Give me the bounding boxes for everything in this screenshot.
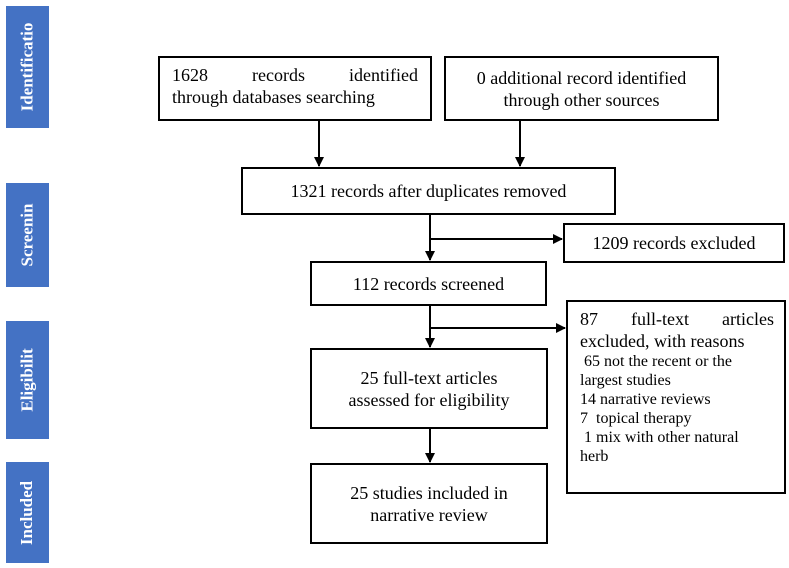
stage-included: Included [6, 462, 49, 563]
exclusion-reason: herb [580, 448, 609, 465]
box-studies-included: 25 studies included in narrative review [310, 463, 548, 544]
exclusion-reason: 14 narrative reviews [580, 391, 711, 408]
box-records-screened: 112 records screened [310, 261, 547, 306]
box-fulltext-excluded: 87 full-text articles excluded, with rea… [566, 300, 786, 494]
fulltext-excluded-line2: excluded, with reasons [580, 331, 745, 351]
box-databases-searching: 1628 records identified through database… [158, 56, 432, 121]
box-after-duplicates: 1321 records after duplicates removed [241, 167, 616, 215]
exclusion-reason: 65 not the recent or the [580, 353, 732, 370]
fulltext-excluded-line1: 87 full-text articles [580, 309, 774, 329]
databases-line2: through databases searching [172, 87, 375, 107]
box-records-excluded: 1209 records excluded [563, 223, 785, 263]
stage-screening: Screenin [6, 183, 49, 287]
box-other-sources: 0 additional record identified through o… [444, 56, 719, 121]
stage-identification: Identificatio [6, 6, 49, 128]
databases-line1: 1628 records identified [172, 65, 418, 85]
exclusion-reason: largest studies [580, 372, 671, 389]
exclusion-reason: 1 mix with other natural [580, 429, 739, 446]
box-assessed-eligibility: 25 full-text articles assessed for eligi… [310, 348, 548, 429]
exclusion-reason: 7 topical therapy [580, 410, 692, 427]
stage-eligibility: Eligibilit [6, 321, 49, 439]
